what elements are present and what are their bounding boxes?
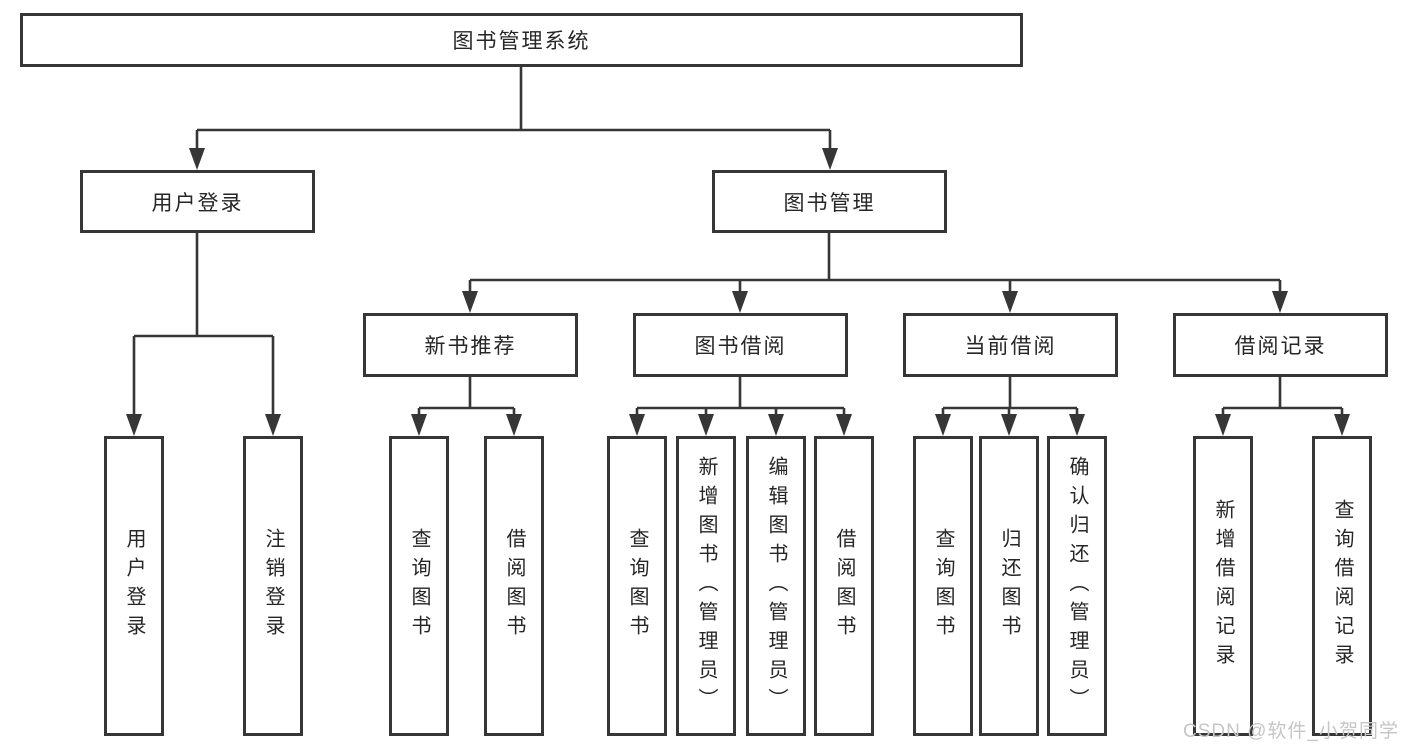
leaf-label: 查询图书 xyxy=(408,528,430,644)
leaf-borrow-books-1: 借阅图书 xyxy=(484,436,544,736)
leaf-label: 确认归还（管理员） xyxy=(1066,455,1088,717)
leaf-edit-book-admin: 编辑图书（管理员） xyxy=(746,436,806,736)
leaf-add-book-admin: 新增图书（管理员） xyxy=(676,436,736,736)
leaf-query-books-1: 查询图书 xyxy=(389,436,449,736)
leaf-label: 查询图书 xyxy=(626,528,648,644)
node-user-login: 用户登录 xyxy=(80,170,315,233)
leaf-label: 归还图书 xyxy=(998,528,1020,644)
leaf-user-login: 用户登录 xyxy=(104,436,164,736)
leaf-label: 用户登录 xyxy=(123,528,145,644)
leaf-logout: 注销登录 xyxy=(243,436,303,736)
leaf-label: 查询图书 xyxy=(932,528,954,644)
leaf-label: 注销登录 xyxy=(262,528,284,644)
leaf-query-borrow-record: 查询借阅记录 xyxy=(1312,436,1372,736)
node-new-book-recommend: 新书推荐 xyxy=(363,313,578,377)
leaf-borrow-books-2: 借阅图书 xyxy=(814,436,874,736)
node-current-borrow: 当前借阅 xyxy=(903,313,1118,377)
leaf-confirm-return-admin: 确认归还（管理员） xyxy=(1047,436,1107,736)
node-system-root: 图书管理系统 xyxy=(20,13,1023,67)
node-borrow-records: 借阅记录 xyxy=(1173,313,1388,377)
leaf-query-books-2: 查询图书 xyxy=(607,436,667,736)
csdn-watermark: CSDN @软件_小贺同学 xyxy=(1183,721,1399,742)
leaf-add-borrow-record: 新增借阅记录 xyxy=(1193,436,1253,736)
node-book-management: 图书管理 xyxy=(712,170,947,233)
node-book-borrow: 图书借阅 xyxy=(633,313,848,377)
leaf-label: 借阅图书 xyxy=(503,528,525,644)
leaf-label: 编辑图书（管理员） xyxy=(765,455,787,717)
leaf-return-book: 归还图书 xyxy=(979,436,1039,736)
leaf-label: 查询借阅记录 xyxy=(1331,499,1353,673)
leaf-label: 新增图书（管理员） xyxy=(695,455,717,717)
leaf-label: 新增借阅记录 xyxy=(1212,499,1234,673)
leaf-query-books-3: 查询图书 xyxy=(913,436,973,736)
leaf-label: 借阅图书 xyxy=(833,528,855,644)
